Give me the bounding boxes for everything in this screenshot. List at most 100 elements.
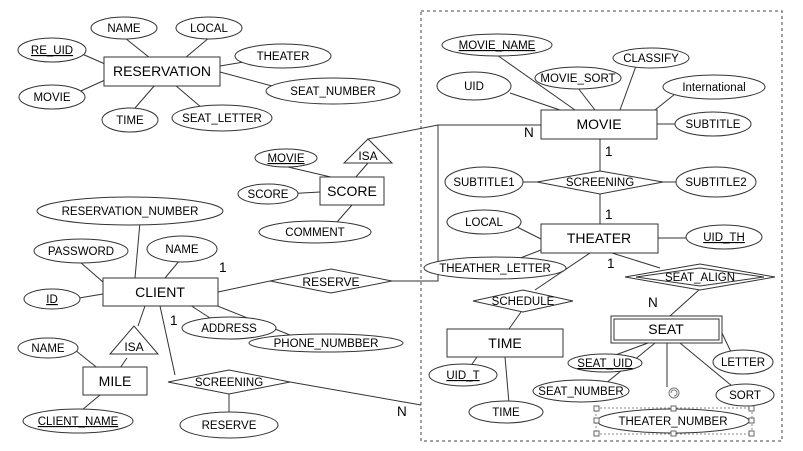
cardinality-n-screen: N	[397, 404, 407, 419]
attr-re-uid[interactable]: RE_UID	[17, 37, 87, 63]
svg-text:COMMENT: COMMENT	[285, 227, 344, 239]
attr-seat-uid[interactable]: SEAT_UID	[567, 353, 643, 373]
resize-handle[interactable]	[593, 417, 600, 424]
resize-handle[interactable]	[748, 417, 755, 424]
svg-text:MOVIE_NAME: MOVIE_NAME	[459, 40, 536, 52]
relationship-screening-top[interactable]: SCREENING	[536, 170, 664, 195]
attr-theather-letter[interactable]: THEATHER_LETTER	[423, 256, 567, 280]
svg-text:International: International	[682, 82, 745, 94]
svg-text:ISA: ISA	[124, 340, 143, 354]
attr-uid[interactable]: UID	[436, 71, 512, 101]
attr-classify[interactable]: CLASSIFY	[612, 47, 690, 69]
resize-handle[interactable]	[593, 430, 600, 437]
attr-reservation-number[interactable]: RESERVATION_NUMBER	[36, 196, 224, 226]
cardinality-one-theater-seat: 1	[607, 256, 615, 271]
attr-movie-score[interactable]: MOVIE	[254, 148, 318, 168]
attr-seat-letter[interactable]: SEAT_LETTER	[171, 104, 273, 132]
svg-text:PASSWORD: PASSWORD	[48, 246, 114, 258]
svg-text:SCORE: SCORE	[248, 189, 289, 201]
attr-movie-name[interactable]: MOVIE_NAME	[441, 33, 553, 57]
attr-local-theater[interactable]: LOCAL	[446, 209, 522, 235]
entity-reservation[interactable]: RESERVATION	[103, 56, 221, 87]
svg-text:ISA: ISA	[358, 149, 377, 163]
rotate-handle-icon[interactable]	[668, 387, 680, 399]
svg-text:RESERVE: RESERVE	[202, 420, 257, 432]
resize-handle[interactable]	[670, 405, 677, 412]
attr-time-reservation[interactable]: TIME	[101, 107, 159, 133]
attr-time[interactable]: TIME	[468, 400, 544, 424]
svg-text:SORT: SORT	[729, 390, 761, 402]
svg-text:LOCAL: LOCAL	[465, 217, 503, 229]
entity-time[interactable]: TIME	[446, 328, 564, 358]
svg-text:MILE: MILE	[99, 373, 132, 389]
attr-local-reservation[interactable]: LOCAL	[175, 16, 243, 40]
attr-seat-number[interactable]: SEAT_NUMBER	[532, 379, 630, 403]
svg-text:THEATER: THEATER	[567, 230, 631, 246]
svg-text:CLASSIFY: CLASSIFY	[623, 53, 679, 65]
svg-text:TIME: TIME	[488, 335, 521, 351]
attr-international[interactable]: International	[662, 74, 766, 100]
resize-handle[interactable]	[670, 430, 677, 437]
relationship-schedule[interactable]: SCHEDULE	[472, 289, 574, 313]
entity-client[interactable]: CLIENT	[102, 277, 219, 307]
attr-name-client[interactable]: NAME	[146, 235, 218, 263]
entity-movie[interactable]: MOVIE	[540, 109, 658, 140]
relationship-seat-align[interactable]: SEAT_ALIGN	[624, 263, 776, 291]
svg-text:MOVIE: MOVIE	[576, 116, 621, 132]
isa-score-triangle[interactable]: ISA	[342, 138, 394, 164]
svg-text:SEAT_NUMBER: SEAT_NUMBER	[538, 386, 623, 398]
attr-movie-reservation[interactable]: MOVIE	[18, 84, 86, 110]
attr-movie-sort[interactable]: MOVIE_SORT	[534, 66, 622, 90]
resize-handle[interactable]	[748, 430, 755, 437]
svg-text:THEATHER_LETTER: THEATHER_LETTER	[439, 263, 551, 275]
svg-text:SCREENING: SCREENING	[566, 177, 634, 189]
attr-letter[interactable]: LETTER	[712, 349, 774, 375]
attr-theater-reservation[interactable]: THEATER	[234, 43, 332, 69]
svg-text:SUBTITLE: SUBTITLE	[686, 119, 741, 131]
svg-text:LOCAL: LOCAL	[190, 23, 228, 35]
entity-score[interactable]: SCORE	[319, 176, 385, 206]
attr-phone-number[interactable]: PHONE_NUMBBER	[248, 333, 404, 353]
relationship-reserve[interactable]: RESERVE	[269, 268, 393, 294]
attr-name-reservation[interactable]: NAME	[90, 16, 158, 40]
attr-uid-t[interactable]: UID_T	[428, 363, 498, 387]
svg-text:RE_UID: RE_UID	[31, 45, 73, 57]
svg-text:NAME: NAME	[107, 23, 141, 35]
attr-seat-number-reservation[interactable]: SEAT_NUMBER	[265, 77, 401, 105]
attr-subtitle2[interactable]: SUBTITLE2	[675, 166, 757, 198]
svg-text:SEAT_UID: SEAT_UID	[577, 358, 632, 370]
attr-sort[interactable]: SORT	[715, 383, 775, 407]
svg-text:ADDRESS: ADDRESS	[201, 323, 257, 335]
entity-seat[interactable]: SEAT	[610, 315, 723, 344]
attr-reserve[interactable]: RESERVE	[179, 411, 279, 439]
relationship-screening-bottom[interactable]: SCREENING	[167, 369, 291, 395]
svg-text:PHONE_NUMBBER: PHONE_NUMBBER	[274, 338, 379, 350]
attr-comment[interactable]: COMMENT	[258, 220, 372, 244]
svg-text:CLIENT_NAME: CLIENT_NAME	[38, 416, 119, 428]
attr-subtitle[interactable]: SUBTITLE	[674, 111, 752, 137]
svg-text:LETTER: LETTER	[721, 357, 765, 369]
svg-text:THEATER: THEATER	[257, 51, 310, 63]
svg-text:ID: ID	[46, 294, 58, 306]
svg-text:SEAT_LETTER: SEAT_LETTER	[182, 113, 262, 125]
cardinality-n-seat: N	[648, 295, 658, 310]
attr-uid-th[interactable]: UID_TH	[685, 224, 763, 250]
attr-address[interactable]: ADDRESS	[181, 316, 277, 340]
isa-mile-triangle[interactable]: ISA	[108, 325, 160, 355]
attr-score[interactable]: SCORE	[237, 183, 299, 205]
cardinality-n-movie: N	[524, 125, 534, 140]
resize-handle[interactable]	[593, 405, 600, 412]
attr-id[interactable]: ID	[23, 288, 81, 310]
selection-box[interactable]	[593, 387, 755, 437]
entity-mile[interactable]: MILE	[82, 366, 148, 396]
attr-name-mile[interactable]: NAME	[17, 337, 79, 359]
entity-theater[interactable]: THEATER	[540, 223, 659, 254]
attr-password[interactable]: PASSWORD	[33, 238, 129, 264]
resize-handle[interactable]	[748, 405, 755, 412]
svg-text:CLIENT: CLIENT	[135, 284, 185, 300]
svg-text:RESERVE: RESERVE	[302, 275, 359, 289]
attr-client-name[interactable]: CLIENT_NAME	[22, 408, 134, 434]
attr-theater-number[interactable]: THEATER_NUMBER	[596, 408, 750, 434]
attr-subtitle1[interactable]: SUBTITLE1	[444, 166, 524, 198]
